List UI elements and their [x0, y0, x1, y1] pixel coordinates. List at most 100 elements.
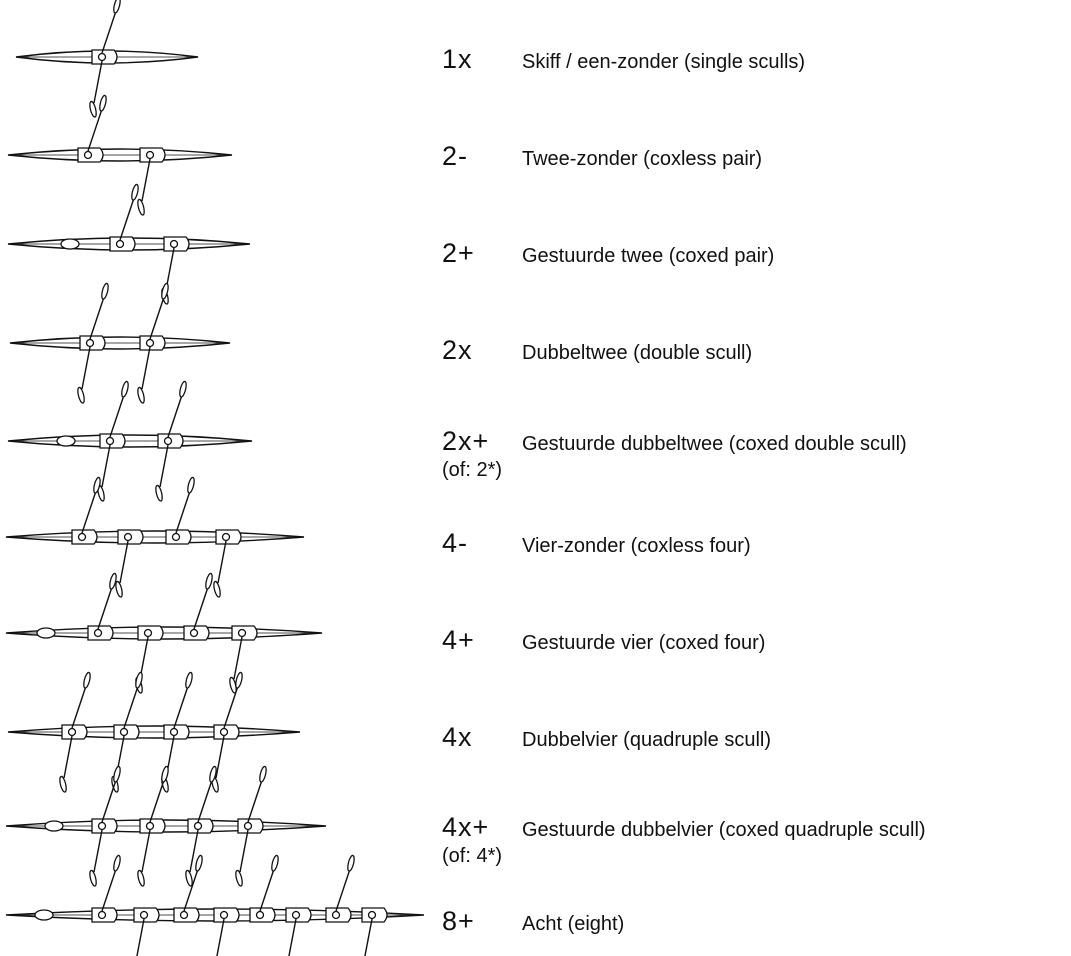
oar-shaft	[141, 158, 151, 202]
rower-seat-icon	[169, 239, 179, 249]
cox-seat-icon	[34, 909, 54, 921]
boat-code: 4-	[442, 528, 469, 558]
oar-shaft	[101, 779, 117, 823]
rower-seat-icon	[189, 628, 199, 638]
rower-seat-icon	[237, 628, 247, 638]
oar-blade-icon	[135, 671, 143, 689]
boat-name: Dubbeltwee (double scull)	[522, 342, 753, 364]
oar-blade-icon	[137, 386, 145, 404]
rower-seat-icon	[193, 821, 203, 831]
oar-blade-icon	[131, 183, 139, 201]
oar-shaft	[233, 636, 243, 680]
boat-label-2x: 2x Dubbeltwee (double scull)	[442, 335, 1067, 366]
oar-blade-icon	[161, 765, 169, 783]
oar-shaft	[239, 829, 249, 873]
oar-shaft	[197, 779, 213, 823]
boat-code: 2x	[442, 335, 473, 365]
oar-blade-icon	[93, 476, 101, 494]
rower-seat-icon	[179, 910, 189, 920]
boat-diagrams	[5, 0, 425, 956]
rower-seat-icon	[171, 532, 181, 542]
rower-seat-icon	[145, 338, 155, 348]
oar-shaft	[335, 868, 351, 912]
oar-blade-icon	[205, 572, 213, 590]
boat-name: Gestuurde dubbeltwee (coxed double scull…	[522, 433, 907, 455]
oar-shaft	[288, 918, 297, 956]
oar-blade-icon	[121, 380, 129, 398]
oar-shaft	[63, 735, 73, 779]
boat-2minus	[7, 94, 233, 216]
oar-shaft	[109, 394, 125, 438]
boat-name: Gestuurde twee (coxed pair)	[522, 245, 775, 267]
oar-blade-icon	[271, 854, 279, 872]
rower-seat-icon	[97, 910, 107, 920]
cox-seat-icon	[36, 627, 56, 639]
oar-blade-icon	[113, 765, 121, 783]
oar-shaft	[216, 918, 225, 956]
boat-4x	[7, 671, 301, 793]
boat-1x	[15, 0, 199, 118]
oar-blade-icon	[213, 580, 221, 598]
rower-seat-icon	[105, 436, 115, 446]
rower-seat-icon	[97, 821, 107, 831]
rower-seat-icon	[243, 821, 253, 831]
boat-code: 1x	[442, 44, 473, 74]
boat-4xplus	[5, 765, 327, 887]
oar-blade-icon	[89, 100, 97, 118]
boat-4plus	[5, 572, 323, 694]
boat-code: 2-	[442, 141, 469, 171]
rower-seat-icon	[255, 910, 265, 920]
rower-seat-icon	[97, 52, 107, 62]
boat-2xplus	[7, 380, 253, 502]
oar-shaft	[189, 829, 199, 873]
oar-shaft	[247, 779, 263, 823]
oar-shaft	[217, 540, 227, 584]
rower-seat-icon	[93, 628, 103, 638]
oar-blade-icon	[99, 94, 107, 112]
boat-label-4plus: 4+Gestuurde vier (coxed four)	[442, 625, 1067, 656]
oar-blade-icon	[113, 0, 121, 14]
oar-shaft	[193, 586, 209, 630]
oar-shaft	[141, 346, 151, 390]
boat-alt-code: (of: 4*)	[442, 845, 503, 867]
cox-seat-icon	[44, 820, 64, 832]
oar-blade-icon	[187, 476, 195, 494]
boat-alt-code: (of: 2*)	[442, 459, 503, 481]
oar-shaft	[167, 394, 183, 438]
oar-blade-icon	[209, 765, 217, 783]
oar-shaft	[93, 60, 103, 104]
boat-name: Gestuurde vier (coxed four)	[522, 632, 766, 654]
rower-seat-icon	[367, 910, 377, 920]
rower-seat-icon	[331, 910, 341, 920]
rower-seat-icon	[115, 239, 125, 249]
oar-shaft	[159, 444, 169, 488]
boat-4minus	[5, 476, 305, 598]
rower-seat-icon	[169, 727, 179, 737]
oar-shaft	[89, 296, 105, 340]
oar-shaft	[141, 829, 151, 873]
oar-blade-icon	[235, 671, 243, 689]
boat-8plus	[5, 854, 425, 956]
rower-seat-icon	[163, 436, 173, 446]
oar-shaft	[97, 586, 113, 630]
oar-blade-icon	[235, 869, 243, 887]
oar-shaft	[71, 685, 87, 729]
oar-shaft	[173, 685, 189, 729]
oar-shaft	[259, 868, 275, 912]
oar-shaft	[93, 829, 103, 873]
oar-blade-icon	[137, 198, 145, 216]
rower-seat-icon	[221, 532, 231, 542]
rower-seat-icon	[85, 338, 95, 348]
rower-seat-icon	[145, 821, 155, 831]
oar-shaft	[136, 918, 145, 956]
oar-shaft	[81, 346, 91, 390]
oar-blade-icon	[89, 869, 97, 887]
boat-name: Acht (eight)	[522, 913, 625, 935]
boat-code: 2x+	[442, 426, 490, 456]
oar-blade-icon	[259, 765, 267, 783]
rower-seat-icon	[119, 727, 129, 737]
rower-seat-icon	[139, 910, 149, 920]
oar-shaft	[215, 735, 225, 779]
